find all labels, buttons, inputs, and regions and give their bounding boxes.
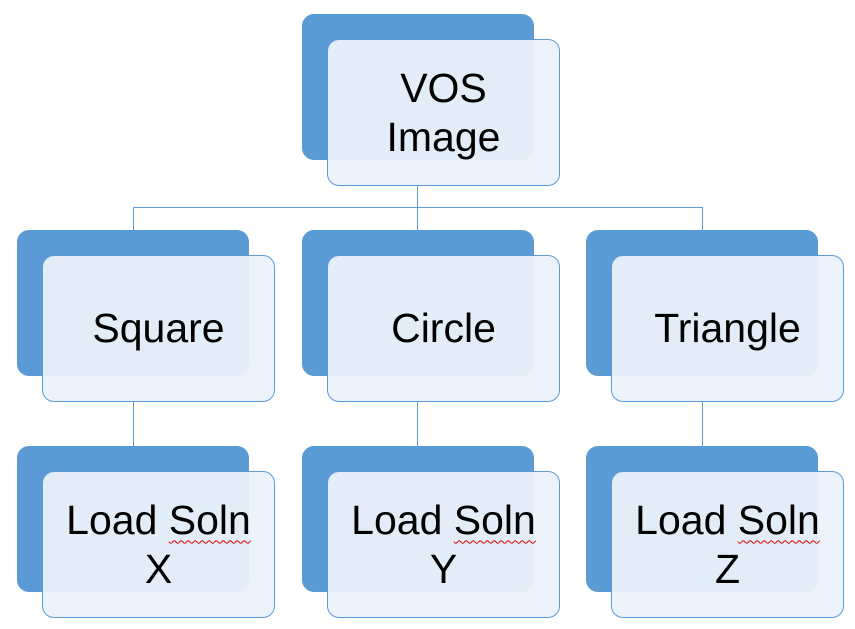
node-label-line2: Z [714, 545, 741, 592]
node-label: Load Soln X [66, 496, 251, 594]
word-soln-misspelled: Soln [453, 496, 536, 543]
node-square: Square [17, 230, 275, 402]
word-soln-misspelled: Soln [168, 496, 251, 543]
node-label-line1: Load Soln [635, 496, 820, 545]
connector-to-square [133, 207, 134, 230]
node-triangle: Triangle [586, 230, 844, 402]
connector-root-down [417, 186, 418, 208]
node-box: VOS Image [327, 39, 560, 186]
node-box: Load Soln Z [611, 471, 844, 618]
connector-circle-to-load-y [417, 402, 418, 446]
node-load-soln-y: Load Soln Y [302, 446, 560, 618]
word-load: Load [66, 496, 158, 543]
connector-horizontal-bar [133, 207, 703, 208]
node-label-line2: Y [429, 545, 458, 592]
node-label: VOS Image [387, 64, 501, 162]
connector-square-to-load-x [133, 402, 134, 446]
node-circle: Circle [302, 230, 560, 402]
connector-triangle-to-load-z [702, 402, 703, 446]
node-label-line1: VOS [400, 64, 487, 111]
node-label-line2: Image [386, 113, 501, 160]
node-label-line2: X [144, 545, 173, 592]
node-load-soln-z: Load Soln Z [586, 446, 844, 618]
connector-to-circle [417, 207, 418, 230]
node-label-line1: Load Soln [351, 496, 536, 545]
node-box: Load Soln Y [327, 471, 560, 618]
node-label: Load Soln Z [635, 496, 820, 594]
word-soln-misspelled: Soln [737, 496, 820, 543]
connector-to-triangle [702, 207, 703, 230]
node-label-line1: Load Soln [66, 496, 251, 545]
node-label: Circle [391, 305, 496, 351]
node-label: Square [92, 305, 225, 351]
node-load-soln-x: Load Soln X [17, 446, 275, 618]
node-box: Triangle [611, 255, 844, 402]
node-label: Triangle [654, 305, 801, 351]
node-vos-image: VOS Image [302, 14, 560, 186]
node-box: Square [42, 255, 275, 402]
node-label: Load Soln Y [351, 496, 536, 594]
word-load: Load [635, 496, 727, 543]
node-box: Load Soln X [42, 471, 275, 618]
word-load: Load [351, 496, 443, 543]
node-box: Circle [327, 255, 560, 402]
